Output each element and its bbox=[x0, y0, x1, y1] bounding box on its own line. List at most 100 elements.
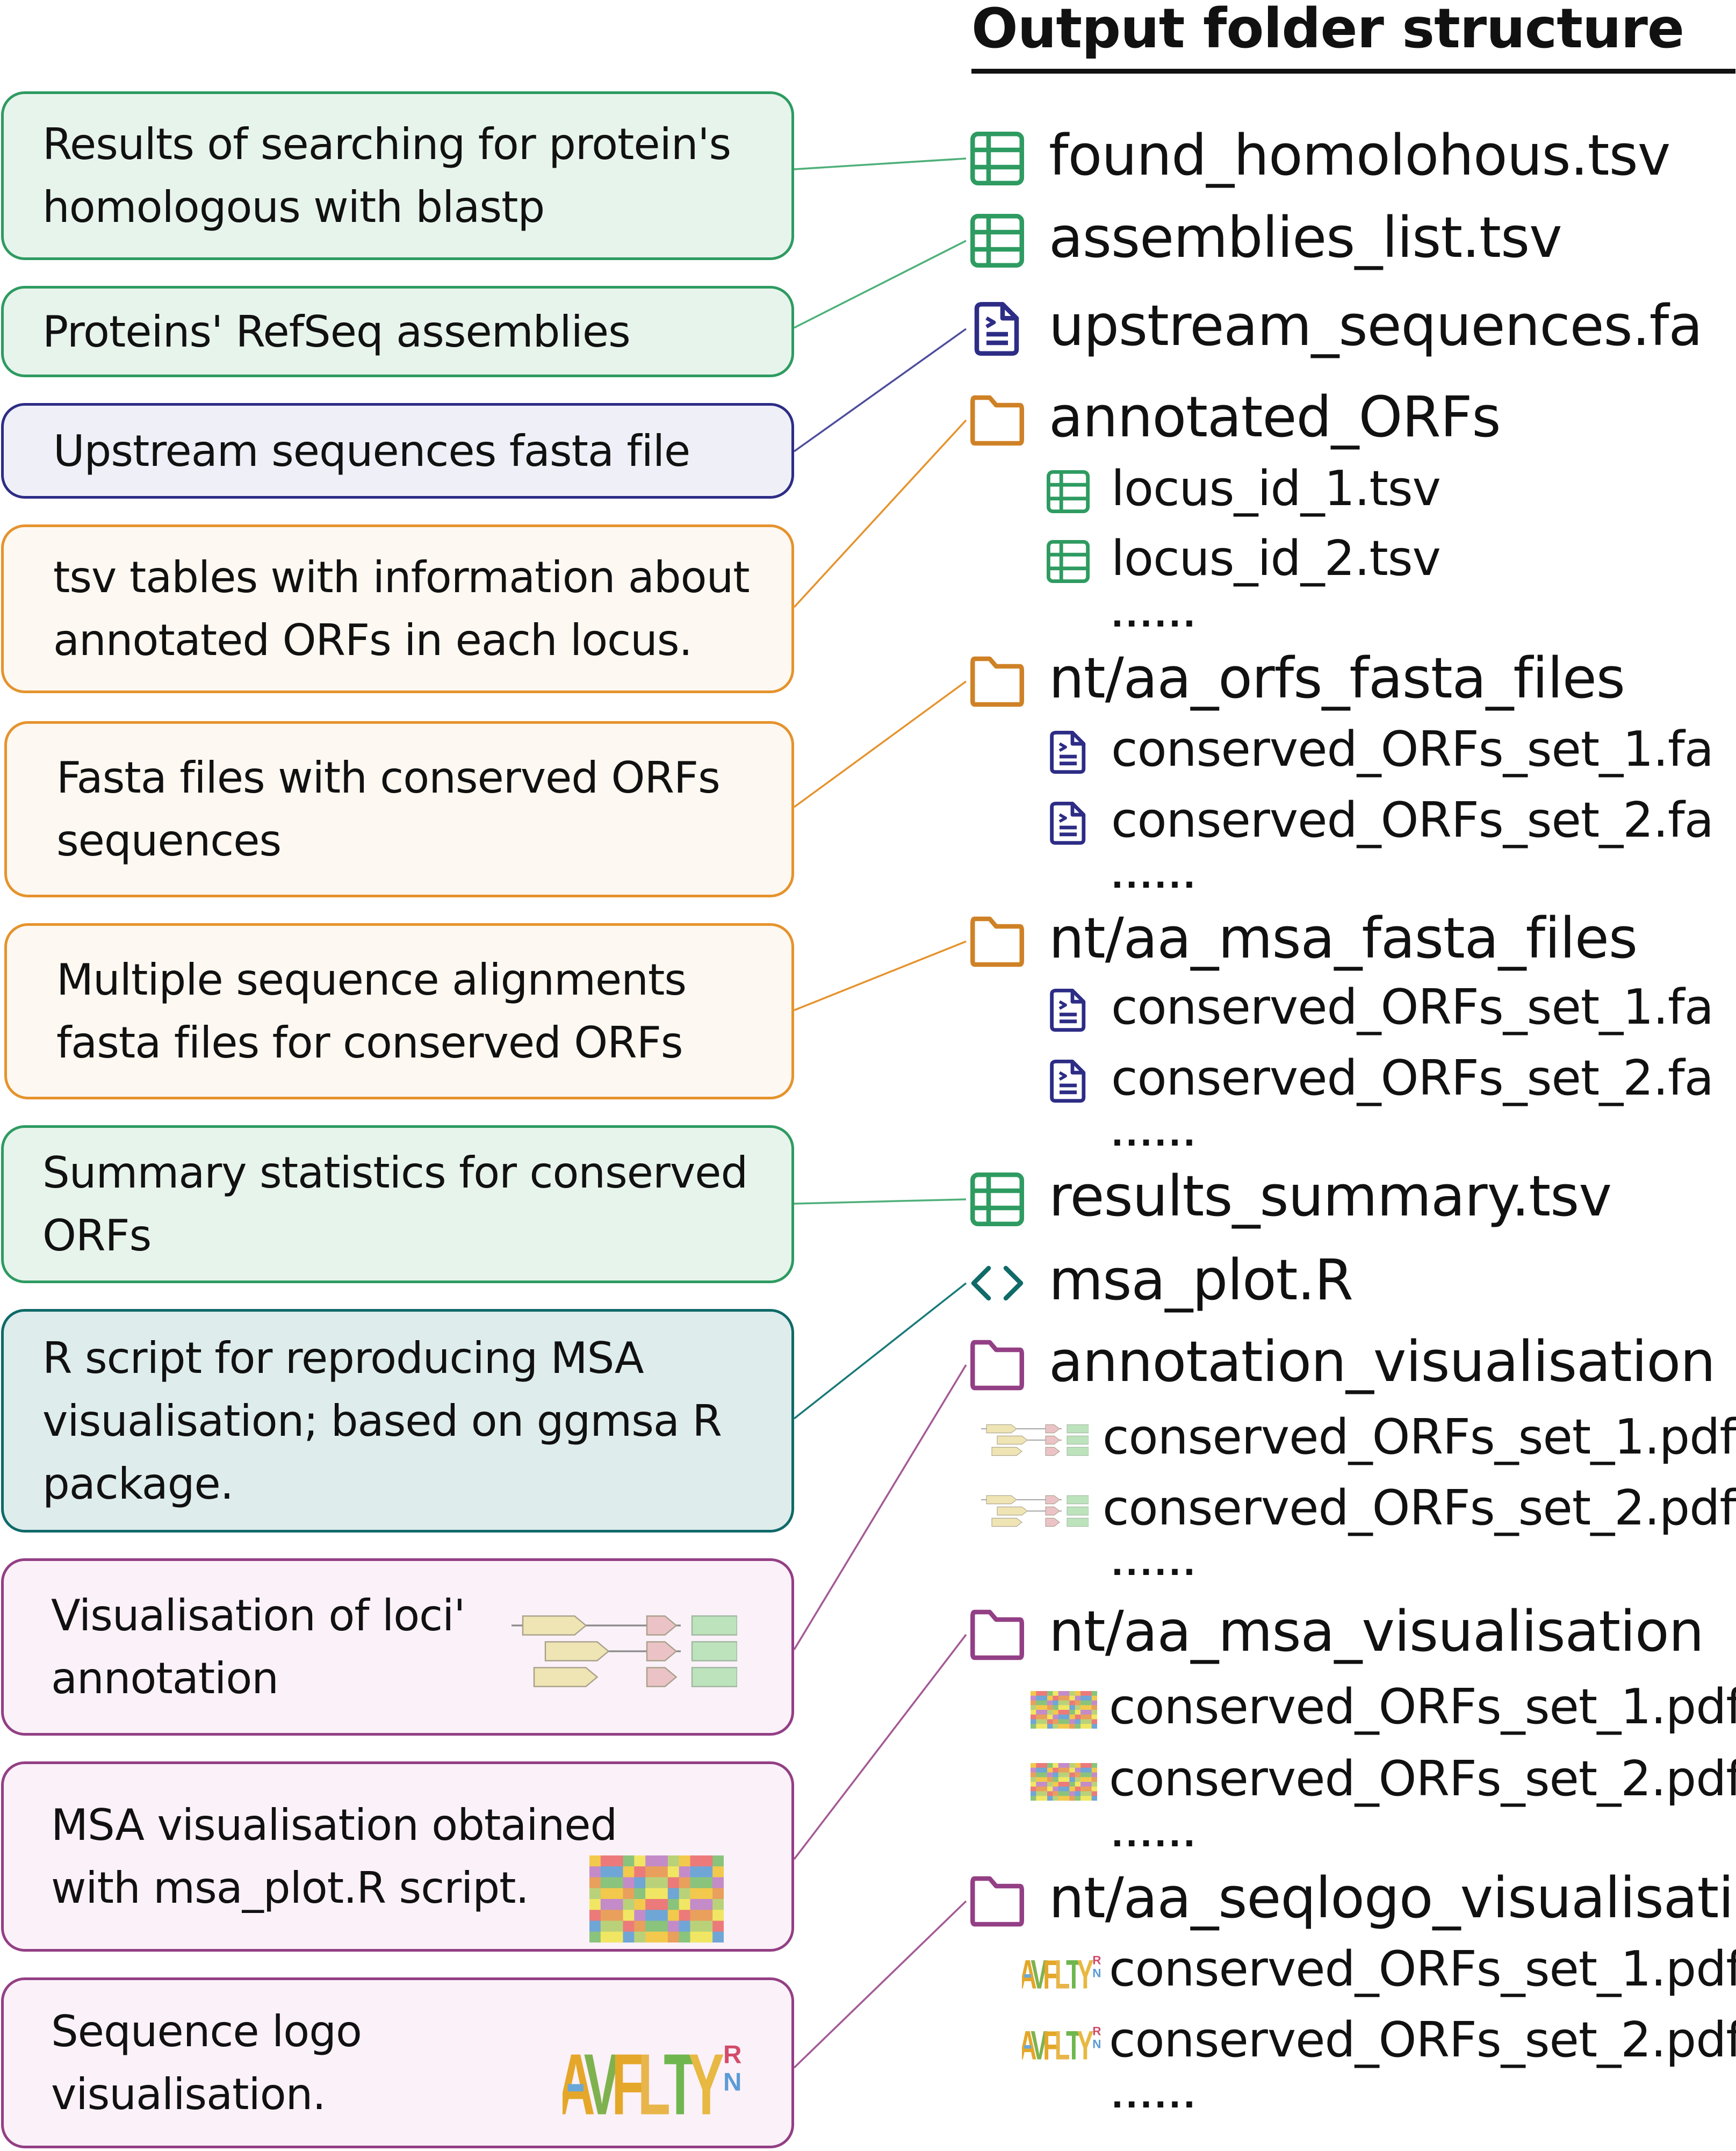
svg-text:T: T bbox=[664, 2036, 696, 2125]
tree-item-root[interactable]: nt/aa_orfs_fasta_files bbox=[1049, 645, 1625, 711]
seqlogo-thumbnail-icon: AVFLTYRN bbox=[1019, 2021, 1103, 2068]
svg-text:Y: Y bbox=[1077, 1952, 1093, 1994]
description-text: R script for reproducing MSA bbox=[42, 1333, 644, 1383]
more-items-ellipsis: ...... bbox=[1111, 1817, 1198, 1854]
tree-item-root[interactable]: upstream_sequences.fa bbox=[1049, 292, 1703, 358]
msa-thumbnail-icon bbox=[1031, 1691, 1098, 1731]
description-text: Summary statistics for conserved bbox=[42, 1148, 748, 1198]
svg-text:L: L bbox=[638, 2036, 671, 2125]
more-items-ellipsis: ...... bbox=[1111, 597, 1198, 635]
description-text: Proteins' RefSeq assemblies bbox=[42, 306, 631, 357]
folder-icon bbox=[970, 1338, 1024, 1394]
description-box: Results of searching for protein's homolo… bbox=[1, 91, 794, 260]
tree-item-child[interactable]: conserved_ORFs_set_1.pdf bbox=[1103, 1408, 1736, 1465]
svg-text:V: V bbox=[1031, 2023, 1047, 2064]
table-icon bbox=[970, 132, 1024, 188]
svg-text:F: F bbox=[1043, 1952, 1058, 1994]
tree-item-root[interactable]: nt/aa_msa_fasta_files bbox=[1049, 905, 1638, 971]
svg-text:R: R bbox=[1092, 1954, 1101, 1967]
svg-text:L: L bbox=[1055, 2023, 1070, 2064]
connector-line bbox=[794, 240, 967, 329]
more-items-ellipsis: ...... bbox=[1111, 858, 1198, 896]
description-box: tsv tables with information about annotat… bbox=[1, 524, 794, 693]
tree-item-child[interactable]: conserved_ORFs_set_2.pdf bbox=[1103, 1479, 1736, 1536]
tree-item-root[interactable]: nt/aa_msa_visualisation bbox=[1049, 1598, 1704, 1664]
svg-text:T: T bbox=[1066, 2023, 1082, 2064]
fasta-file-icon bbox=[970, 302, 1024, 358]
description-text: visualisation. bbox=[51, 2069, 326, 2119]
description-text: sequences bbox=[56, 816, 282, 866]
annotation-thumbnail-icon bbox=[981, 1492, 1089, 1532]
svg-text:F: F bbox=[611, 2036, 644, 2125]
svg-text:Y: Y bbox=[1077, 2023, 1093, 2064]
connector-line bbox=[793, 680, 967, 808]
folder-icon bbox=[970, 1874, 1024, 1930]
connector-line bbox=[793, 1364, 967, 1650]
msa-thumbnail bbox=[589, 1855, 724, 1949]
tree-item-child[interactable]: conserved_ORFs_set_2.pdf bbox=[1109, 2011, 1736, 2068]
more-items-ellipsis: ...... bbox=[1111, 1545, 1198, 1583]
svg-text:V: V bbox=[1031, 1952, 1047, 1994]
description-box: Proteins' RefSeq assemblies bbox=[1, 286, 794, 377]
description-text: Sequence logo bbox=[51, 2006, 362, 2056]
tree-item-root[interactable]: annotation_visualisation bbox=[1049, 1328, 1716, 1394]
tree-item-child[interactable]: locus_id_1.tsv bbox=[1111, 460, 1441, 517]
table-icon bbox=[1047, 470, 1090, 515]
tree-item-root[interactable]: assemblies_list.tsv bbox=[1049, 204, 1562, 270]
tree-item-root[interactable]: nt/aa_seqlogo_visualisation bbox=[1049, 1865, 1736, 1931]
table-icon bbox=[970, 214, 1024, 270]
folder-icon bbox=[970, 393, 1024, 449]
connector-line bbox=[794, 940, 967, 1011]
tree-item-root[interactable]: msa_plot.R bbox=[1049, 1247, 1353, 1313]
tree-item-child[interactable]: conserved_ORFs_set_2.fa bbox=[1111, 1049, 1714, 1106]
tree-item-child[interactable]: conserved_ORFs_set_1.pdf bbox=[1109, 1940, 1736, 1997]
connector-line bbox=[793, 1634, 967, 1860]
tree-item-child[interactable]: conserved_ORFs_set_1.fa bbox=[1111, 721, 1714, 778]
svg-text:V: V bbox=[584, 2036, 620, 2125]
tree-item-root[interactable]: results_summary.tsv bbox=[1049, 1163, 1612, 1229]
page-title: Output folder structure bbox=[971, 0, 1684, 61]
tree-item-root[interactable]: annotated_ORFs bbox=[1049, 384, 1501, 450]
tree-item-child[interactable]: conserved_ORFs_set_1.fa bbox=[1111, 979, 1714, 1035]
svg-text:R: R bbox=[723, 2040, 741, 2069]
connector-line bbox=[794, 1198, 967, 1205]
description-text: homologous with blastp bbox=[42, 182, 545, 232]
description-text: package. bbox=[42, 1458, 234, 1509]
connector-line bbox=[793, 1282, 967, 1420]
code-icon bbox=[970, 1256, 1024, 1312]
folder-icon bbox=[970, 915, 1024, 970]
fasta-file-icon bbox=[1047, 989, 1090, 1034]
svg-text:N: N bbox=[1092, 1967, 1101, 1980]
description-text: Upstream sequences fasta file bbox=[53, 426, 690, 476]
connector-line bbox=[793, 328, 967, 452]
description-box: Visualisation of loci'annotation bbox=[1, 1558, 794, 1736]
description-text: ORFs bbox=[42, 1211, 152, 1261]
tree-item-child[interactable]: conserved_ORFs_set_2.fa bbox=[1111, 792, 1714, 848]
connector-line bbox=[794, 157, 967, 170]
seqlogo-thumbnail: AVFLTYRN bbox=[556, 2034, 745, 2142]
tree-item-child[interactable]: locus_id_2.tsv bbox=[1111, 530, 1441, 587]
tree-item-child[interactable]: conserved_ORFs_set_1.pdf bbox=[1109, 1678, 1736, 1735]
seqlogo-thumbnail-icon: AVFLTYRN bbox=[1019, 1951, 1103, 1997]
tree-item-root[interactable]: found_homolohous.tsv bbox=[1049, 122, 1670, 188]
more-items-ellipsis: ...... bbox=[1111, 2078, 1198, 2116]
svg-text:Y: Y bbox=[688, 2036, 724, 2125]
description-text: Results of searching for protein's bbox=[42, 119, 731, 169]
svg-text:N: N bbox=[723, 2068, 741, 2096]
description-text: annotated ORFs in each locus. bbox=[53, 615, 693, 665]
connector-line bbox=[793, 1900, 967, 2069]
svg-text:N: N bbox=[1092, 2038, 1101, 2051]
svg-text:F: F bbox=[1043, 2023, 1058, 2064]
description-text: tsv tables with information about bbox=[53, 552, 750, 602]
tree-item-child[interactable]: conserved_ORFs_set_2.pdf bbox=[1109, 1750, 1736, 1807]
folder-icon bbox=[970, 654, 1024, 710]
connector-line bbox=[793, 419, 967, 608]
folder-icon bbox=[970, 1608, 1024, 1664]
annotation-thumbnail-icon bbox=[981, 1421, 1089, 1461]
